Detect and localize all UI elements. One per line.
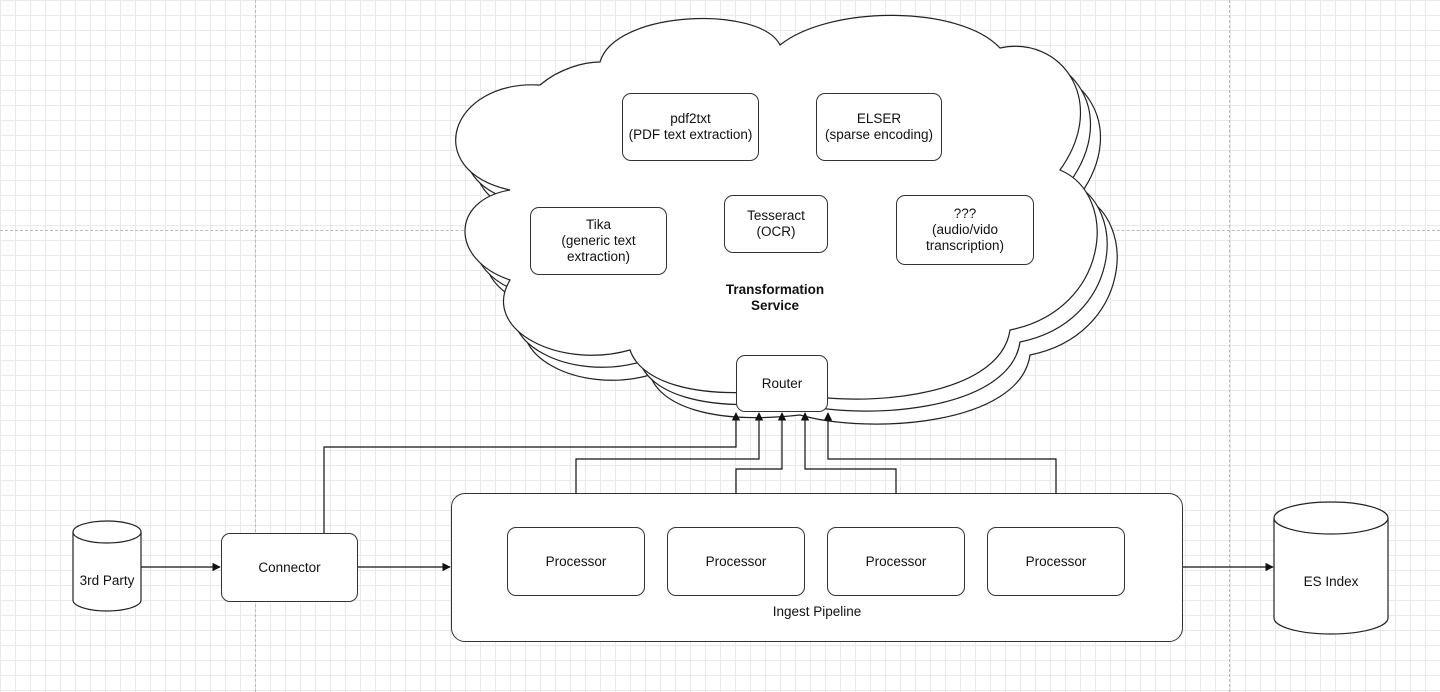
pdf2txt-box[interactable]: pdf2txt (PDF text extraction) [622, 93, 759, 161]
processor-label: Processor [545, 553, 607, 569]
ingest-pipeline-label: Ingest Pipeline [772, 604, 862, 619]
transformation-service-title: Transformation Service [725, 282, 825, 313]
router-box[interactable]: Router [736, 355, 828, 412]
tika-label: Tika (generic text extraction) [561, 217, 636, 264]
transcription-label: ??? (audio/vido transcription) [925, 206, 1005, 253]
elser-box[interactable]: ELSER (sparse encoding) [816, 93, 942, 161]
tesseract-box[interactable]: Tesseract (OCR) [724, 195, 828, 253]
third-party-cylinder[interactable] [72, 520, 142, 612]
page-guide [1229, 0, 1230, 692]
router-label: Router [761, 375, 803, 391]
pdf2txt-label: pdf2txt (PDF text extraction) [628, 111, 753, 142]
third-party-label: 3rd Party [79, 573, 135, 588]
connector-box[interactable]: Connector [221, 533, 358, 602]
tika-box[interactable]: Tika (generic text extraction) [530, 207, 667, 275]
processor-4-box[interactable]: Processor [987, 527, 1125, 596]
transcription-box[interactable]: ??? (audio/vido transcription) [896, 195, 1034, 265]
es-index-cylinder[interactable] [1273, 501, 1389, 635]
processor-3-box[interactable]: Processor [827, 527, 965, 596]
edge-connector-to-router[interactable] [323, 412, 741, 533]
processor-1-box[interactable]: Processor [507, 527, 645, 596]
elser-label: ELSER (sparse encoding) [824, 111, 934, 142]
tesseract-label: Tesseract (OCR) [747, 208, 805, 239]
page-guide [255, 0, 256, 692]
es-index-label: ES Index [1303, 574, 1359, 589]
connector-label: Connector [258, 559, 321, 575]
processor-label: Processor [865, 553, 927, 569]
processor-2-box[interactable]: Processor [667, 527, 805, 596]
processor-label: Processor [705, 553, 767, 569]
processor-label: Processor [1025, 553, 1087, 569]
